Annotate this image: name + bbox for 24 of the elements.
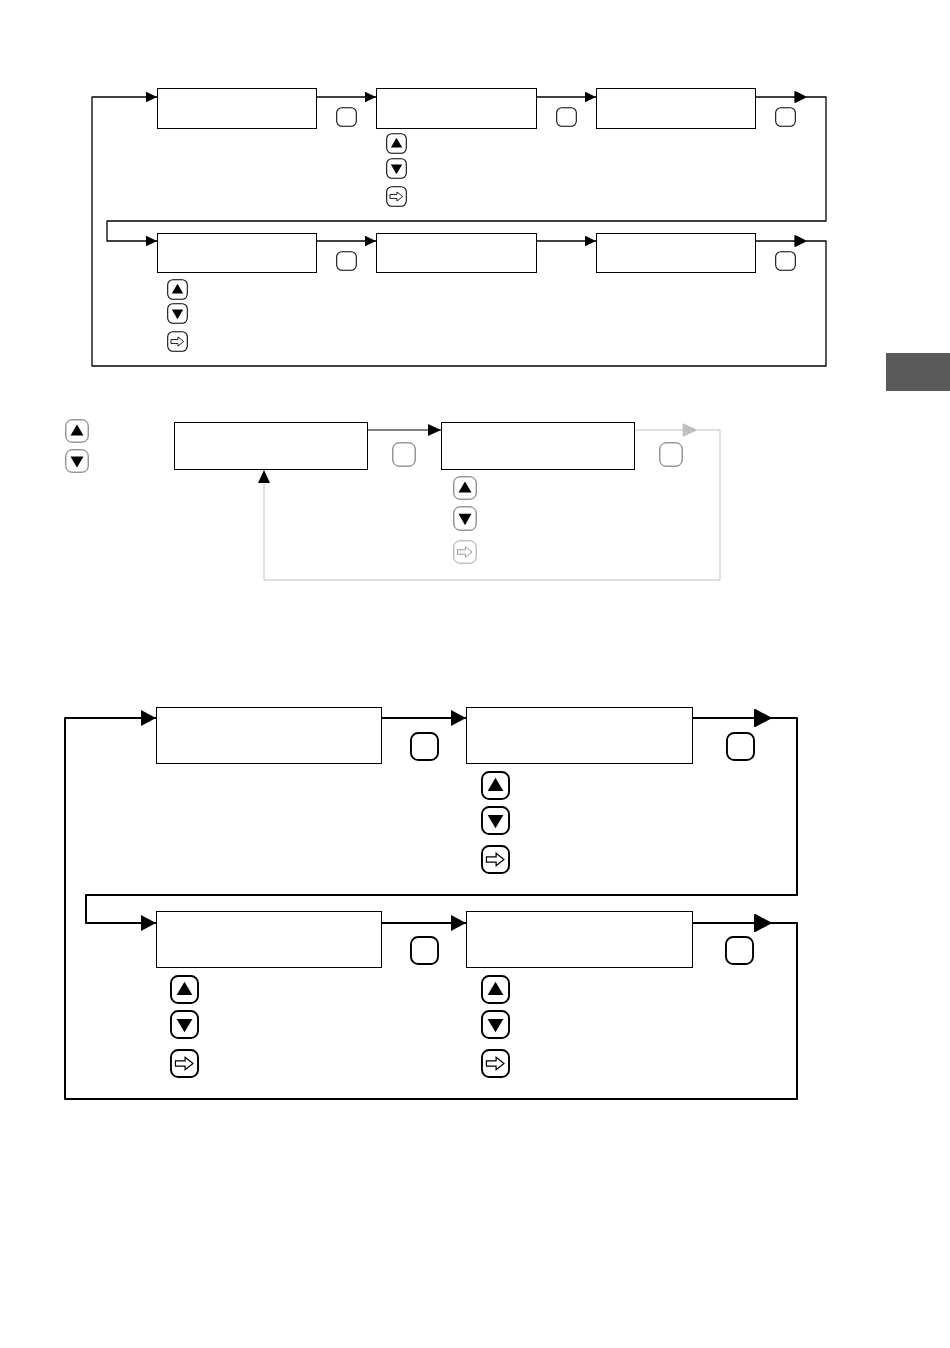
display-box	[174, 422, 368, 470]
display-box	[157, 88, 317, 129]
display-box	[156, 911, 382, 968]
arrow	[381, 710, 467, 726]
arrow	[316, 91, 377, 103]
arrow	[106, 91, 827, 247]
display-box	[156, 707, 382, 764]
display-box	[596, 233, 756, 273]
display-box	[376, 88, 537, 129]
arrow	[367, 424, 442, 436]
arrow	[64, 710, 798, 1100]
display-box	[157, 233, 317, 273]
arrow	[381, 915, 467, 931]
display-box	[376, 233, 537, 273]
arrow	[258, 423, 721, 581]
display-box	[596, 88, 756, 129]
display-box	[466, 911, 693, 968]
arrow	[85, 709, 798, 931]
arrow	[536, 91, 597, 103]
arrow	[91, 91, 827, 367]
arrow	[316, 235, 377, 247]
display-box	[441, 422, 635, 470]
arrow	[536, 235, 597, 247]
display-box	[466, 707, 693, 764]
